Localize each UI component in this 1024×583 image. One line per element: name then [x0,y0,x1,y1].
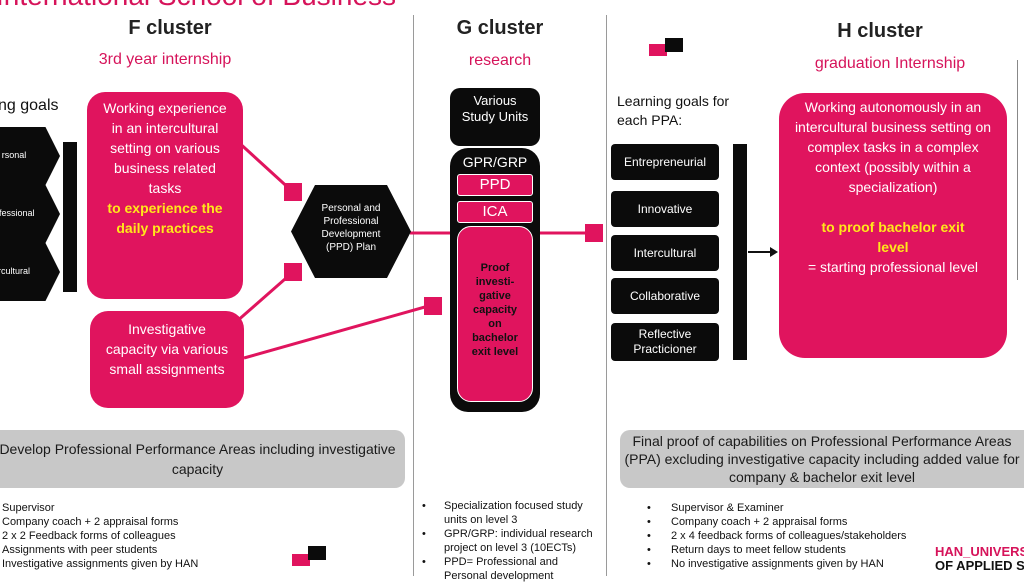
connector-square [424,297,442,315]
goal-reflective: Reflective Practicioner [611,323,719,361]
goal-collaborative: Collaborative [611,278,719,314]
goal-innovative: Innovative [611,191,719,227]
logo-mark [649,38,685,56]
gpr-grp-container: GPR/GRP PPD ICA Proof investi- gative ca… [450,148,540,412]
investigative-capacity-box: Investigative capacity via various small… [90,311,244,408]
graduation-box: Working autonomously in an intercultural… [779,93,1007,358]
right-edge-line [1017,60,1018,280]
f-cluster-subheading: 3rd year internship [98,51,232,68]
h-goals-bracket [733,144,747,360]
list-item: Personal development [444,570,554,582]
f-goals-label: ng goals [0,97,59,114]
h-goals-label: Learning goals for each PPA: [617,93,730,128]
divider-f-g [413,15,414,576]
h-cluster-subheading: graduation Internship [814,55,966,72]
various-study-units-box: Various Study Units [450,88,540,146]
list-item: •PPD= Professional and [422,556,559,568]
gpr-grp-label: GPR/GRP [462,154,528,170]
goal-hex-intercultural: rcultural [0,243,60,301]
list-item: •No investigative assignments given by H… [647,558,884,570]
work-experience-highlight: to experience the daily practices [107,200,223,236]
graduation-highlight: to proof bachelor exit level [821,219,965,255]
list-item: •Company coach + 2 appraisal forms [647,516,848,528]
han-logo: HAN_UNIVERSITY OF APPLIED SCIENCES [935,545,1024,573]
h-bullet-list: •Supervisor & Examiner •Company coach + … [647,501,906,571]
list-item: Supervisor [2,502,55,514]
work-experience-box: Working experience in an intercultural s… [87,92,243,299]
ppd-plan-hexagon: Personal and Professional Development (P… [291,185,411,278]
goal-hex-professional: ofessional [0,185,60,243]
list-item: •GPR/GRP: individual research project on… [422,528,593,554]
h-bottom-bar: Final proof of capabilities on Professio… [620,430,1024,488]
f-bottom-bar: Develop Professional Performance Areas i… [0,430,405,488]
f-bullet-list: Supervisor Company coach + 2 appraisal f… [2,501,198,571]
goal-entrepreneurial: Entrepreneurial [611,144,719,180]
list-item: Investigative assignments given by HAN [2,558,199,570]
work-experience-text: Working experience in an intercultural s… [103,100,227,196]
list-item: •2 x 4 feedback forms of colleagues/stak… [647,530,907,542]
divider-g-h [606,15,607,576]
graduation-tail: = starting professional level [807,259,979,275]
page-title: International School of Business [0,0,396,12]
list-item: Company coach + 2 appraisal forms [2,516,179,528]
h-cluster-heading: H cluster [837,20,923,42]
connector-square [585,224,603,242]
connector-square [284,263,302,281]
list-item: 2 x 2 Feedback forms of colleagues [2,530,176,542]
graduation-text: Working autonomously in an intercultural… [794,99,992,195]
proof-investigative-box: Proof investi- gative capacity on bachel… [457,226,533,402]
list-item: •Supervisor & Examiner [647,502,784,514]
f-cluster-heading: F cluster [128,17,212,39]
g-bullet-list: •Specialization focused study units on l… [422,499,597,583]
list-item: Assignments with peer students [2,544,158,556]
list-item: •Specialization focused study units on l… [422,500,583,526]
goal-intercultural: Intercultural [611,235,719,271]
f-goals-bracket [63,142,77,292]
goal-hex-personal: rsonal [0,127,60,185]
g-cluster-subheading: research [468,52,532,69]
logo-mark [292,546,328,568]
ica-box: ICA [457,201,533,223]
ppd-box: PPD [457,174,533,196]
g-cluster-heading: G cluster [456,17,544,39]
connector-square [284,183,302,201]
list-item: •Return days to meet fellow students [647,544,846,556]
